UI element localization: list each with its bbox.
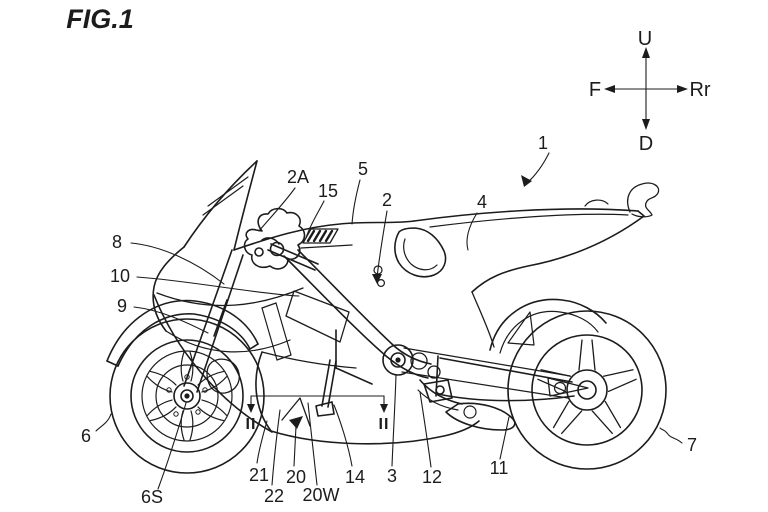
ref-label-21: 21: [249, 465, 269, 485]
ref-label-12: 12: [422, 467, 442, 487]
rear-wheel: [507, 310, 667, 470]
compass-cross-lines: [610, 53, 682, 125]
front-fairing: [152, 246, 350, 433]
drive-chain: [401, 347, 571, 399]
fairing-side-panel: [285, 290, 350, 343]
engine-block: [335, 329, 453, 403]
ref-label-6: 6: [81, 426, 91, 446]
ref-label-4: 4: [477, 192, 487, 212]
ref-label-15: 15: [318, 181, 338, 201]
section-label-left: II: [246, 416, 257, 433]
tank-vent-louver: [300, 228, 353, 249]
rear-hugger: [489, 298, 607, 354]
front-fender: [106, 299, 259, 367]
ref-label-20w: 20W: [302, 485, 339, 505]
fuel-tank-cover: [233, 220, 415, 251]
ref-label-8: 8: [112, 232, 122, 252]
ref-label-1: 1: [538, 133, 548, 153]
compass-rear-label: Rr: [689, 79, 710, 101]
ref-label-6s: 6S: [141, 487, 163, 507]
section-marker-arrowheads: [247, 404, 388, 413]
leader-lines: [95, 152, 683, 490]
section-label-right: II: [379, 416, 390, 433]
ref-label-14: 14: [345, 467, 365, 487]
figure-title: FIG.1: [66, 4, 134, 34]
compass-down-label: D: [639, 133, 653, 155]
ref-label-2: 2: [382, 190, 392, 210]
ref-label-7: 7: [687, 435, 697, 455]
stand-rod: [315, 359, 337, 417]
compass-arrowheads: [604, 47, 688, 130]
front-wheel-hub: [173, 382, 201, 410]
exhaust-muffler: [417, 379, 516, 431]
tail-cowl: [413, 182, 660, 348]
section-marker: II II: [246, 395, 390, 433]
ref-label-9: 9: [117, 296, 127, 316]
ref-label-3: 3: [387, 466, 397, 486]
front-brake-caliper: [206, 358, 240, 394]
ref-label-5: 5: [358, 159, 368, 179]
orientation-compass: U D F Rr: [589, 28, 711, 155]
leader-arrowheads: [289, 175, 532, 429]
motorcycle-drawing: [106, 160, 667, 474]
ref-label-10: 10: [110, 266, 130, 286]
compass-up-label: U: [638, 28, 652, 50]
rider-seat: [394, 227, 447, 278]
steering-head: [243, 207, 319, 271]
ref-label-20: 20: [286, 467, 306, 487]
ref-label-2a: 2A: [287, 167, 309, 187]
section-marker-lines: [250, 395, 385, 407]
compass-front-label: F: [589, 79, 601, 101]
tail-light-bracket: [627, 182, 660, 218]
ref-label-11: 11: [490, 458, 509, 478]
handlebar: [267, 241, 319, 271]
reference-numerals: 1 2 2A 3 4 5 6 6S 7 8 9 10 11 12 14 15 2…: [81, 133, 697, 507]
front-sprocket: [382, 344, 414, 376]
ref-label-22: 22: [264, 486, 284, 506]
main-frame: [283, 249, 441, 379]
radiator-lines: [261, 302, 292, 361]
windscreen: [183, 160, 258, 251]
